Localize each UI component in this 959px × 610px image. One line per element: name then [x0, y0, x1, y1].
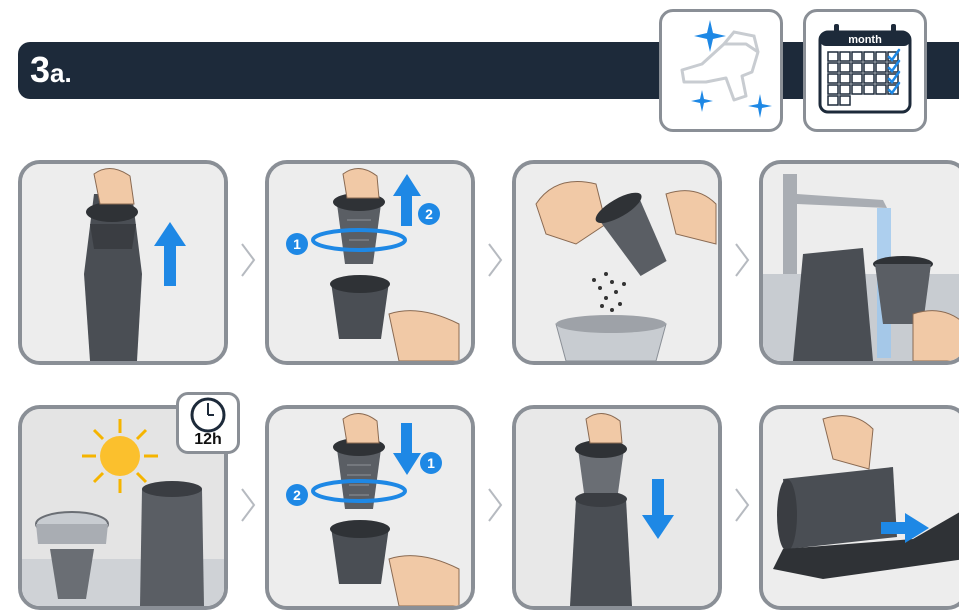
panel-twist-open-filter: 2 1 — [265, 160, 475, 365]
svg-text:2: 2 — [293, 487, 301, 503]
clean-device-badge — [659, 9, 783, 132]
calendar-month-label: month — [848, 34, 882, 46]
sparkling-device-icon — [662, 12, 780, 129]
step-suffix: a. — [50, 58, 72, 88]
rinse-under-tap-illustration — [763, 164, 959, 361]
chevron-right-icon — [732, 240, 752, 280]
chevron-right-icon — [238, 240, 258, 280]
svg-text:2: 2 — [425, 206, 433, 222]
svg-text:1: 1 — [427, 455, 435, 471]
panel-rinse-under-tap — [759, 160, 959, 365]
twist-open-filter-illustration: 2 1 — [269, 164, 471, 361]
drying-time-label: 12h — [179, 431, 237, 449]
monthly-schedule-badge: month — [803, 9, 927, 132]
panel-insert-filter-unit — [512, 405, 722, 610]
panel-attach-to-handle — [759, 405, 959, 610]
calendar-icon: month — [806, 12, 924, 129]
step-marker-1: 1 — [286, 233, 308, 255]
step-marker-2: 2 — [286, 484, 308, 506]
panel-tap-out-dust — [512, 160, 722, 365]
chevron-right-icon — [238, 485, 258, 525]
tap-out-dust-illustration — [516, 164, 718, 361]
panel-reassemble-filter: 1 2 — [265, 405, 475, 610]
chevron-right-icon — [485, 485, 505, 525]
attach-to-handle-illustration — [763, 409, 959, 606]
drying-time-badge: 12h — [176, 392, 240, 454]
insert-filter-unit-illustration — [516, 409, 718, 606]
remove-filter-unit-illustration — [22, 164, 224, 361]
step-marker-1: 1 — [420, 452, 442, 474]
clock-icon — [179, 395, 237, 435]
step-marker-2: 2 — [418, 203, 440, 225]
panel-remove-filter-unit — [18, 160, 228, 365]
svg-text:1: 1 — [293, 236, 301, 252]
chevron-right-icon — [732, 485, 752, 525]
step-title: 3a. — [30, 50, 72, 98]
reassemble-filter-illustration: 1 2 — [269, 409, 471, 606]
chevron-right-icon — [485, 240, 505, 280]
step-number: 3 — [30, 49, 50, 90]
